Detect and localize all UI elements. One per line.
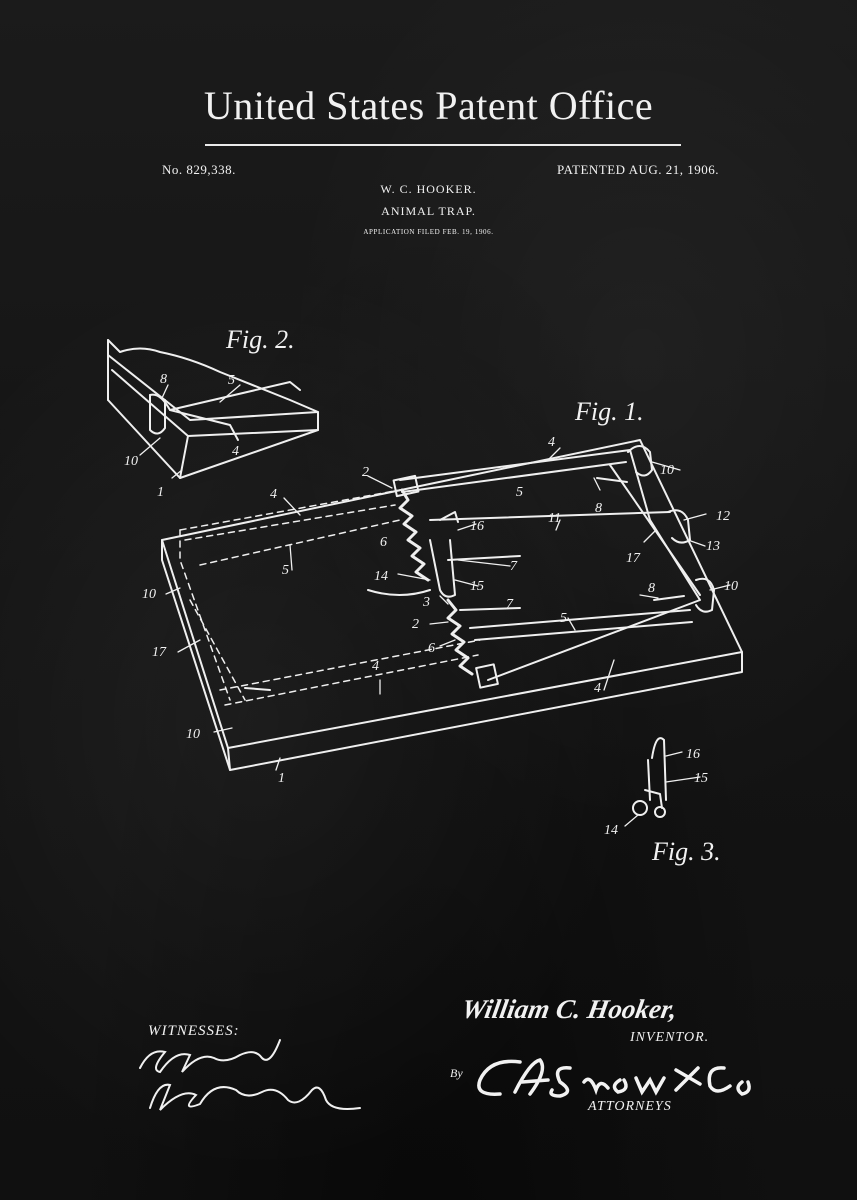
reference-numerals: 8 5 4 10 1 4 10 5 8 11 12 13 17 10 8 2 4…: [124, 372, 738, 838]
numeral: 17: [152, 645, 167, 660]
numeral: 4: [594, 681, 601, 696]
title-rule: [205, 144, 681, 146]
patent-date: PATENTED AUG. 21, 1906.: [557, 162, 719, 177]
witnesses-label: WITNESSES:: [148, 1023, 240, 1039]
patent-subject: ANIMAL TRAP.: [381, 204, 476, 218]
application-filed: APPLICATION FILED FEB. 19, 1906.: [363, 228, 494, 236]
numeral: 6: [428, 641, 435, 656]
numeral: 10: [186, 727, 200, 742]
numeral: 1: [157, 485, 164, 500]
numeral: 6: [380, 535, 387, 550]
inventor-label: INVENTOR.: [630, 1030, 710, 1045]
numeral: 3: [422, 595, 430, 610]
by-label: By: [450, 1066, 463, 1080]
numeral: 8: [648, 581, 655, 596]
numeral: 5: [516, 485, 523, 500]
numeral: 5: [560, 611, 567, 626]
numeral: 5: [228, 373, 235, 388]
figure-3-drawing: [632, 737, 667, 818]
numeral: 13: [706, 539, 720, 554]
numeral: 7: [510, 559, 518, 574]
witness-signatures: [139, 1039, 361, 1111]
numeral: 10: [660, 463, 674, 478]
numeral: 10: [142, 587, 156, 602]
numeral: 14: [604, 823, 618, 838]
figure-1-label: Fig. 1.: [574, 397, 644, 426]
numeral: 8: [160, 372, 167, 387]
numeral: 15: [470, 579, 484, 594]
inventor-signature: William C. Hooker,: [459, 994, 680, 1024]
attorney-signature: [477, 1058, 751, 1098]
numeral: 1: [278, 771, 285, 786]
numeral: 7: [506, 597, 514, 612]
numeral: 10: [124, 454, 138, 469]
numeral: 16: [686, 747, 700, 762]
page-title: United States Patent Office: [203, 83, 654, 128]
numeral: 2: [412, 617, 419, 632]
numeral: 8: [595, 501, 602, 516]
numeral: 4: [372, 659, 379, 674]
figure-2-drawing: [107, 339, 319, 479]
numeral: 4: [232, 444, 239, 459]
numeral: 5: [282, 563, 289, 578]
inventor-name: W. C. HOOKER.: [380, 182, 477, 196]
numeral: 4: [270, 487, 277, 502]
numeral: 17: [626, 551, 641, 566]
numeral: 10: [724, 579, 738, 594]
numeral: 12: [716, 509, 730, 524]
figure-3-label: Fig. 3.: [651, 837, 721, 866]
figure-2-label: Fig. 2.: [225, 325, 295, 354]
numeral: 16: [470, 519, 484, 534]
patent-number: No. 829,338.: [162, 162, 236, 177]
attorneys-label: ATTORNEYS: [588, 1099, 672, 1114]
numeral: 15: [694, 771, 708, 786]
figure-1-drawing: [161, 439, 743, 771]
numeral: 11: [548, 511, 561, 526]
numeral: 14: [374, 569, 388, 584]
numeral: 4: [548, 435, 555, 450]
numeral: 2: [362, 465, 369, 480]
